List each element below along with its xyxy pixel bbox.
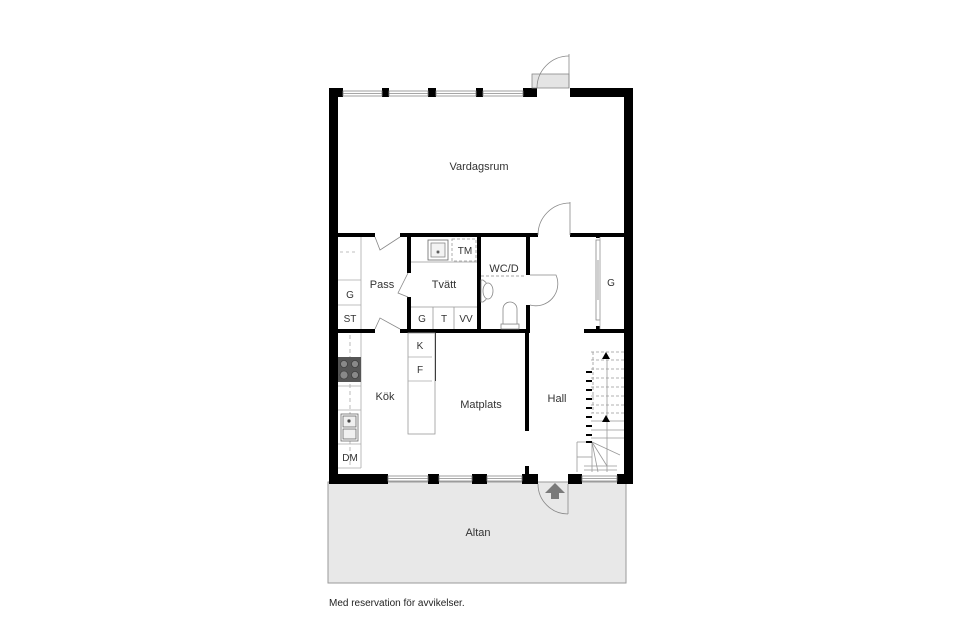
interior-walls — [338, 233, 624, 474]
fixture-label-storage: ST — [344, 314, 357, 325]
fixture-label-water-heater: VV — [459, 314, 473, 325]
fixture-label-pass-wardrobe: G — [346, 290, 354, 301]
room-label-pass: Pass — [370, 279, 395, 291]
stove-icon — [338, 357, 361, 382]
exterior-walls — [329, 88, 633, 484]
room-label-wc: WC/D — [489, 263, 518, 275]
stair-handrail — [586, 371, 592, 443]
room-label-kok: Kök — [376, 391, 395, 403]
kitchen-sink-icon — [340, 413, 359, 442]
wc-fixtures — [480, 275, 526, 330]
stair-arrow-icons — [602, 352, 610, 422]
disclaimer-text: Med reservation för avvikelser. — [329, 598, 465, 609]
entrance-door — [537, 483, 569, 515]
tvatt-fixtures — [411, 238, 477, 329]
room-label-vardagsrum: Vardagsrum — [449, 161, 508, 173]
fixture-label-dishwasher: DM — [342, 453, 358, 464]
pass-wardrobes — [338, 237, 362, 329]
balcony-door — [531, 54, 570, 89]
windows-top — [342, 90, 524, 97]
fixture-label-hall-wardrobe: G — [607, 278, 615, 289]
entrance-arrow-icon — [545, 483, 565, 499]
fixture-label-tumble-dryer: TM — [458, 246, 472, 257]
room-label-matplats: Matplats — [460, 399, 502, 411]
fixture-label-freezer: F — [417, 365, 423, 376]
room-label-hall: Hall — [548, 393, 567, 405]
interior-doors — [374, 202, 601, 330]
fixture-label-washer: T — [441, 314, 447, 325]
room-label-tvatt: Tvätt — [432, 279, 456, 291]
altan-area — [327, 481, 627, 584]
staircase — [576, 351, 624, 473]
kitchen-counters — [338, 332, 436, 469]
fixture-label-tvatt-wardrobe: G — [418, 314, 426, 325]
windows-bottom — [387, 475, 618, 482]
fixture-label-fridge: K — [417, 341, 424, 352]
room-label-altan: Altan — [465, 527, 490, 539]
